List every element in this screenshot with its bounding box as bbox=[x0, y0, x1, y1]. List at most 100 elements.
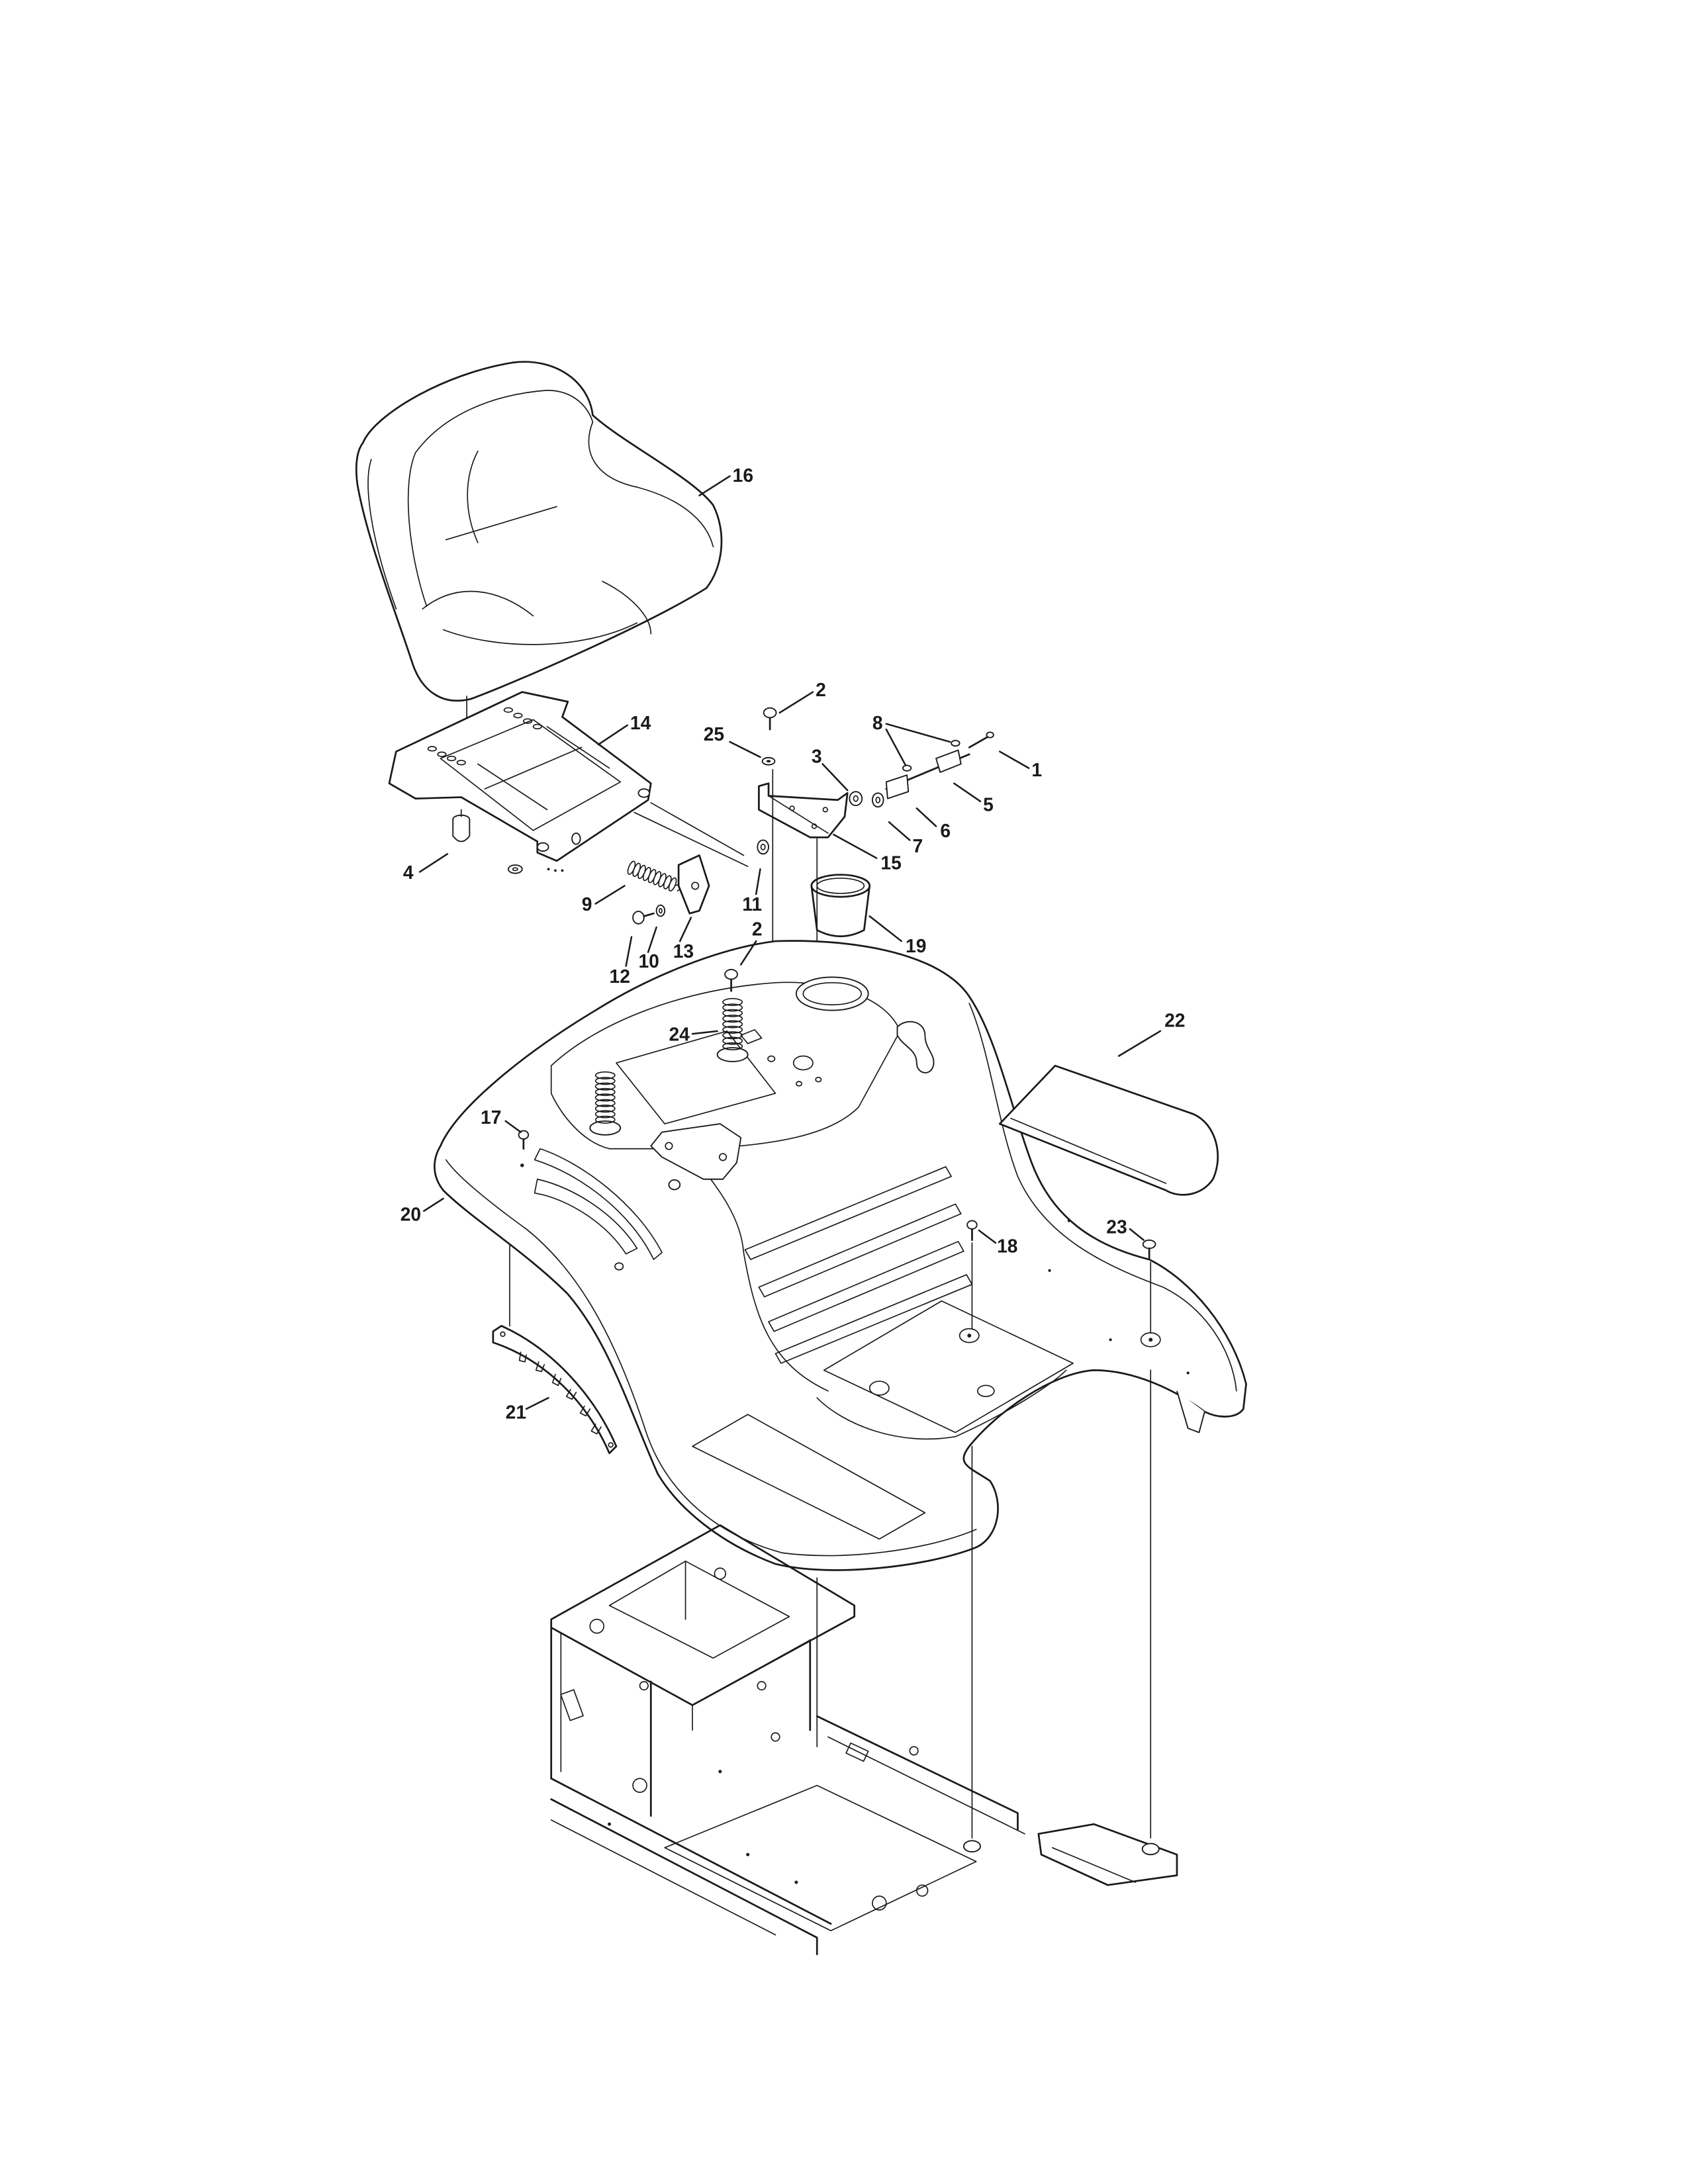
fender-mount-hole-center bbox=[1149, 1338, 1153, 1342]
coil bbox=[722, 1036, 743, 1045]
fender-front-pad bbox=[692, 1414, 926, 1540]
washer-hole bbox=[766, 760, 771, 763]
linkage-assembly bbox=[871, 731, 994, 808]
callout-leader-20 bbox=[423, 1197, 444, 1212]
adjust-hole bbox=[523, 718, 533, 724]
assembly-line-plate-to-spring-1 bbox=[650, 802, 745, 856]
coil bbox=[722, 1015, 743, 1023]
seat-plate-bolt bbox=[571, 832, 581, 845]
callout-label-9: 9 bbox=[582, 893, 592, 915]
callout-label-3: 3 bbox=[812, 745, 822, 766]
callout-leader-14 bbox=[597, 724, 628, 746]
adjust-hole bbox=[503, 707, 513, 713]
floor-plate-hole bbox=[976, 1385, 995, 1397]
callout-leader-16 bbox=[698, 475, 731, 496]
callout-label-24: 24 bbox=[669, 1024, 690, 1045]
washer-hole bbox=[760, 843, 766, 850]
callout-leader-22 bbox=[1117, 1030, 1162, 1057]
clip-part-8-a bbox=[951, 739, 961, 747]
fender-hole bbox=[796, 1081, 803, 1087]
callout-label-20: 20 bbox=[400, 1203, 421, 1224]
washer-outer bbox=[757, 839, 769, 855]
coil bbox=[594, 1077, 616, 1085]
callout-label-2-top: 2 bbox=[816, 679, 826, 700]
callout-leader-15 bbox=[833, 833, 878, 859]
callout-leader-2-fender bbox=[739, 940, 757, 966]
fender-tunnel-left-edge bbox=[692, 1155, 829, 1392]
coil bbox=[594, 1087, 616, 1097]
callout-label-25: 25 bbox=[704, 723, 724, 745]
frame-rear-extension bbox=[1037, 1823, 1178, 1886]
callout-leader-10 bbox=[647, 926, 657, 954]
fender-cup-recess-inner bbox=[802, 981, 862, 1006]
callout-label-8: 8 bbox=[872, 712, 883, 733]
coil bbox=[594, 1105, 616, 1113]
frame-hole bbox=[639, 1681, 649, 1691]
callout-label-17: 17 bbox=[481, 1107, 501, 1128]
washer-part-11 bbox=[757, 839, 769, 855]
coil bbox=[594, 1110, 616, 1118]
fender-right-tab bbox=[1176, 1390, 1205, 1433]
fender-dot bbox=[1048, 1269, 1051, 1272]
callout-leader-4 bbox=[418, 853, 449, 873]
fender-seat-recess bbox=[550, 981, 901, 1150]
seat-plate-pivot-hole bbox=[637, 788, 651, 798]
callout-label-1: 1 bbox=[1031, 759, 1042, 780]
fender-hole bbox=[767, 1055, 776, 1062]
fender-dot bbox=[1186, 1371, 1190, 1375]
spring-part-24-left bbox=[589, 1071, 622, 1136]
hinge-bracket-hole bbox=[718, 1153, 727, 1161]
seat-back-ridge bbox=[414, 389, 594, 453]
callout-leader-12 bbox=[625, 936, 633, 967]
coil bbox=[722, 998, 743, 1007]
spring-part-24-right bbox=[716, 998, 749, 1062]
hinge-bracket-outline bbox=[650, 1123, 742, 1180]
callout-label-6: 6 bbox=[940, 820, 951, 841]
callout-leader-3 bbox=[821, 763, 849, 792]
fender-hole bbox=[815, 1076, 822, 1083]
callout-leader-24 bbox=[691, 1030, 718, 1035]
coil bbox=[594, 1115, 616, 1124]
bolt-head bbox=[632, 911, 645, 925]
bolt-shank bbox=[643, 912, 655, 917]
seat-plate-adjust-holes-row-2 bbox=[427, 746, 466, 766]
fender-rim-left bbox=[445, 1159, 977, 1557]
coil bbox=[594, 1099, 616, 1107]
spring-boss bbox=[589, 1120, 622, 1136]
screw-part-23 bbox=[1142, 1239, 1156, 1261]
seat-plate-part-14 bbox=[388, 691, 652, 862]
dot bbox=[561, 869, 564, 872]
callout-label-21: 21 bbox=[506, 1402, 526, 1423]
spacer-body bbox=[871, 792, 884, 808]
washer-hole bbox=[512, 867, 518, 872]
hinge-bracket-outline bbox=[758, 782, 849, 839]
hinge-bracket-hole bbox=[811, 823, 818, 829]
hinge-bracket-part-15 bbox=[758, 782, 849, 839]
pin-part-1 bbox=[968, 731, 994, 749]
seat-plate-crossbar bbox=[484, 747, 583, 790]
screw-part-2-fender bbox=[724, 968, 738, 992]
spring-boss bbox=[716, 1047, 749, 1062]
nut-hole bbox=[853, 795, 859, 802]
callout-leader-19 bbox=[868, 915, 903, 942]
clip-part-8-b bbox=[902, 764, 912, 772]
dot bbox=[547, 868, 550, 871]
callout-leader-8-a bbox=[885, 723, 951, 743]
frame-floor-pan bbox=[664, 1784, 977, 1932]
callout-leader-8-b bbox=[885, 728, 907, 766]
coil bbox=[722, 1003, 743, 1012]
frame-hole bbox=[771, 1732, 780, 1742]
pad-outline bbox=[998, 1064, 1219, 1196]
callout-leader-18 bbox=[978, 1229, 997, 1244]
callout-leader-13 bbox=[679, 917, 692, 942]
notch bbox=[518, 1351, 527, 1363]
callout-leader-11 bbox=[755, 868, 761, 895]
callout-label-14: 14 bbox=[630, 712, 651, 733]
link-part-5 bbox=[935, 749, 962, 773]
cup-holder-body bbox=[810, 885, 871, 937]
notch bbox=[565, 1388, 577, 1400]
screw-head bbox=[1142, 1239, 1156, 1250]
assembly-line-plate-to-spring-2 bbox=[633, 811, 749, 867]
frame-dot bbox=[608, 1822, 612, 1826]
seat-plate-slot-1 bbox=[546, 726, 610, 769]
